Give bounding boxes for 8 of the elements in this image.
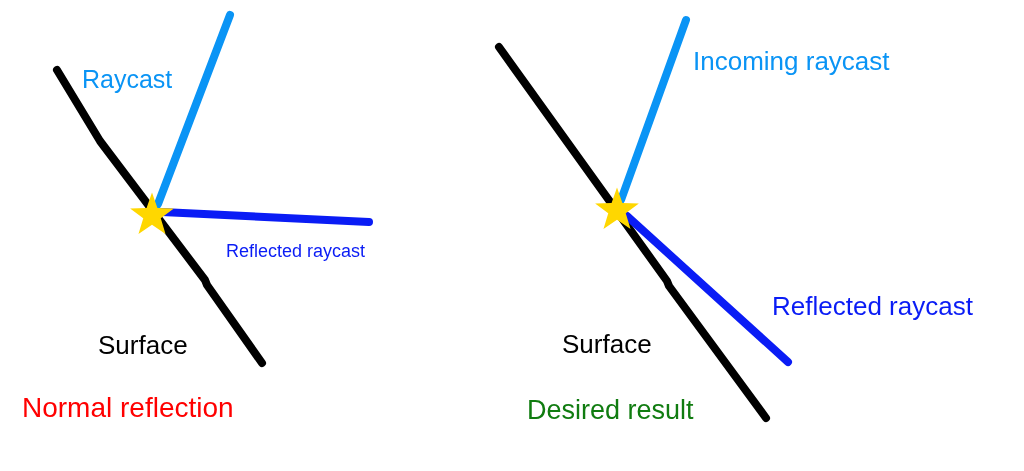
ray-label: Incoming raycast [693, 47, 890, 77]
ray-label: Raycast [82, 65, 173, 94]
ray-label: Reflected raycast [772, 292, 973, 322]
ray-label: Reflected raycast [226, 241, 366, 262]
panel-caption: Normal reflection [22, 392, 234, 425]
panel-caption: Desired result [527, 395, 694, 427]
surface-label: Surface [98, 331, 188, 361]
surface-label: Surface [562, 330, 652, 360]
